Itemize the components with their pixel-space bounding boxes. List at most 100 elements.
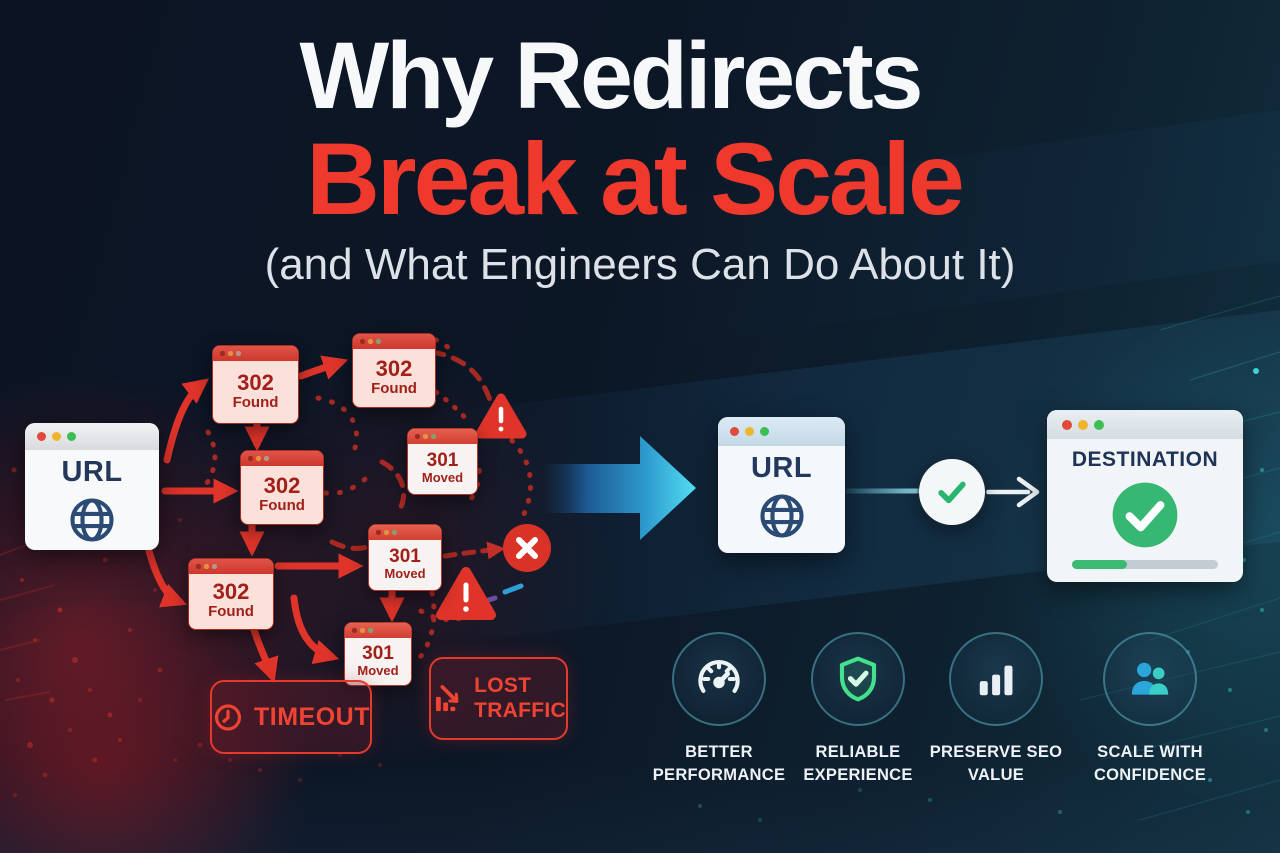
- window-titlebar: [213, 346, 298, 361]
- benefit-label: RELIABLE EXPERIENCE: [783, 741, 933, 787]
- window-dot: [204, 564, 209, 569]
- page-title: Why Redirects Break at Scale (and What E…: [0, 0, 1280, 289]
- benefit-label: SCALE WITH CONFIDENCE: [1075, 741, 1225, 787]
- declining-bar-chart-icon: [435, 684, 459, 711]
- benefit-scale-confidence: SCALE WITH CONFIDENCE: [1075, 632, 1225, 787]
- window-titlebar: [369, 525, 441, 540]
- status-code: 302: [237, 369, 274, 395]
- lost-traffic-line2: TRAFFIC: [474, 698, 566, 722]
- window-titlebar: [1047, 410, 1243, 439]
- timeout-label: TIMEOUT: [254, 702, 370, 731]
- benefit-reliable-experience: RELIABLE EXPERIENCE: [783, 632, 933, 787]
- status-code: 302: [375, 355, 413, 381]
- lost-traffic-badge: LOST TRAFFIC: [429, 657, 568, 740]
- window-titlebar: [25, 423, 159, 450]
- benefit-label-line2: CONFIDENCE: [1093, 766, 1207, 785]
- window-titlebar: [241, 451, 323, 466]
- window-dot: [423, 434, 428, 439]
- window-dot: [431, 434, 436, 439]
- source-url-window: URL: [25, 423, 159, 550]
- window-dot: [368, 339, 373, 344]
- shield-check-icon: [839, 656, 877, 702]
- status-code: 301: [426, 450, 459, 472]
- window-dot: [745, 427, 754, 436]
- window-dot: [220, 351, 225, 356]
- window-dot: [196, 564, 201, 569]
- window-dot: [415, 434, 420, 439]
- window-dot: [264, 456, 269, 461]
- window-dot: [376, 530, 381, 535]
- window-dot: [67, 432, 76, 441]
- destination-label: DESTINATION: [1071, 448, 1219, 471]
- chaos-arrows: [145, 355, 405, 684]
- check-circle-icon: [1112, 482, 1178, 548]
- benefit-circle: [949, 632, 1043, 726]
- window-dot: [392, 530, 397, 535]
- benefit-label-line2: VALUE: [967, 766, 1025, 785]
- timeout-badge: TIMEOUT: [210, 680, 372, 754]
- warning-icon: [436, 567, 496, 620]
- benefit-label: PRESERVE SEO VALUE: [921, 741, 1071, 787]
- lost-traffic-line1: LOST: [474, 673, 532, 697]
- window-dot: [212, 564, 217, 569]
- window-dot: [360, 628, 365, 633]
- benefit-circle: [811, 632, 905, 726]
- globe-icon: [70, 498, 114, 542]
- benefit-label-line2: EXPERIENCE: [803, 766, 913, 785]
- clock-icon: [214, 703, 242, 731]
- arrow-to-destination: [985, 476, 1040, 508]
- window-dot: [352, 628, 357, 633]
- window-dot: [368, 628, 373, 633]
- window-dot: [376, 339, 381, 344]
- window-dot: [52, 432, 61, 441]
- red-streaks: [0, 537, 56, 701]
- url-label: URL: [61, 456, 123, 488]
- window-dot: [236, 351, 241, 356]
- window-dot: [1094, 419, 1104, 430]
- lost-traffic-label: LOST TRAFFIC: [474, 674, 566, 724]
- window-dot: [256, 456, 261, 461]
- window-dot: [360, 339, 365, 344]
- destination-window: DESTINATION: [1047, 410, 1243, 582]
- benefit-label-line1: BETTER: [685, 743, 753, 761]
- clean-url-window: URL: [718, 417, 845, 553]
- benefit-circle: [1103, 632, 1197, 726]
- status-text: Found: [208, 603, 254, 621]
- speedometer-icon: [698, 660, 740, 693]
- bottom-light-band: [0, 763, 1280, 853]
- status-text: Found: [371, 379, 417, 397]
- window-dot: [1062, 419, 1072, 430]
- window-titlebar: [189, 559, 273, 574]
- window-dot: [730, 427, 739, 436]
- benefit-better-performance: BETTER PERFORMANCE: [644, 632, 794, 787]
- bar-chart-icon: [979, 665, 1013, 696]
- status-text: Found: [259, 496, 305, 514]
- status-text: Found: [232, 393, 279, 411]
- status-text: Moved: [421, 470, 464, 486]
- title-line-1: Why Redirects: [299, 23, 924, 129]
- window-titlebar: [408, 429, 477, 444]
- window-titlebar: [718, 417, 845, 446]
- status-text: Moved: [384, 566, 426, 582]
- window-dot: [248, 456, 253, 461]
- status-code: 302: [212, 579, 250, 605]
- window-titlebar: [353, 334, 435, 349]
- benefit-circle: [672, 632, 766, 726]
- status-code: 301: [389, 546, 421, 568]
- flow-arrow: [545, 436, 696, 540]
- window-dot: [37, 432, 46, 441]
- progress-fill: [1072, 560, 1127, 569]
- window-dot: [384, 530, 389, 535]
- title-line-2: Break at Scale: [306, 121, 964, 236]
- status-code: 302: [263, 472, 301, 498]
- benefit-label-line1: RELIABLE: [815, 743, 901, 761]
- globe-icon: [759, 494, 804, 538]
